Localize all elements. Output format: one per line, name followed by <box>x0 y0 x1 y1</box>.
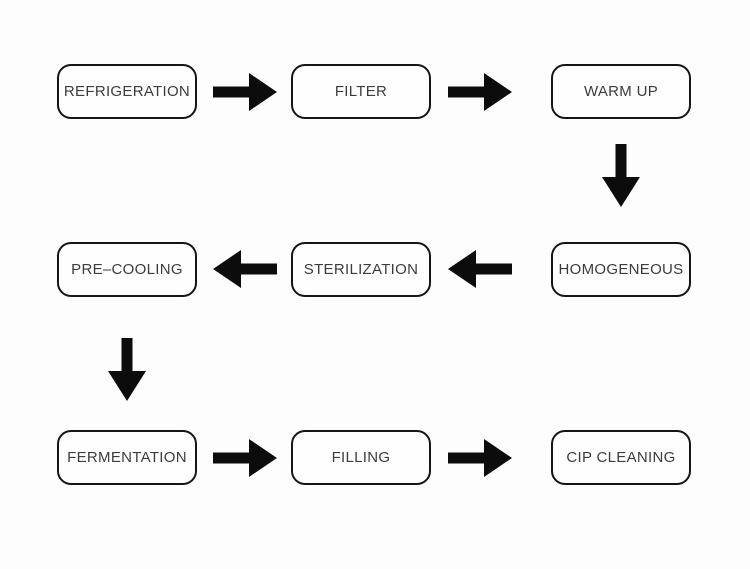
node-label: CIP CLEANING <box>566 449 676 466</box>
arrow-left-icon <box>448 250 512 288</box>
node-label: REFRIGERATION <box>63 83 191 100</box>
node-label: PRE–COOLING <box>71 261 183 278</box>
node-label: FERMENTATION <box>67 449 187 466</box>
node-label: FILLING <box>331 449 391 466</box>
node-fermentation: FERMENTATION <box>57 430 197 485</box>
node-pre-cooling: PRE–COOLING <box>57 242 197 297</box>
node-label: FILTER <box>334 83 388 100</box>
node-filter: FILTER <box>291 64 431 119</box>
node-label: HOMOGENEOUS <box>558 261 684 278</box>
node-label: STERILIZATION <box>303 261 419 278</box>
node-filling: FILLING <box>291 430 431 485</box>
arrow-right-icon <box>213 73 277 111</box>
node-warm-up: WARM UP <box>551 64 691 119</box>
node-label: WARM UP <box>583 83 659 100</box>
arrow-down-icon <box>602 144 640 207</box>
node-homogeneous: HOMOGENEOUS <box>551 242 691 297</box>
node-refrigeration: REFRIGERATION <box>57 64 197 119</box>
node-sterilization: STERILIZATION <box>291 242 431 297</box>
arrow-right-icon <box>448 73 512 111</box>
node-cip-cleaning: CIP CLEANING <box>551 430 691 485</box>
arrow-right-icon <box>448 439 512 477</box>
arrow-down-icon <box>108 338 146 401</box>
arrow-left-icon <box>213 250 277 288</box>
arrow-right-icon <box>213 439 277 477</box>
